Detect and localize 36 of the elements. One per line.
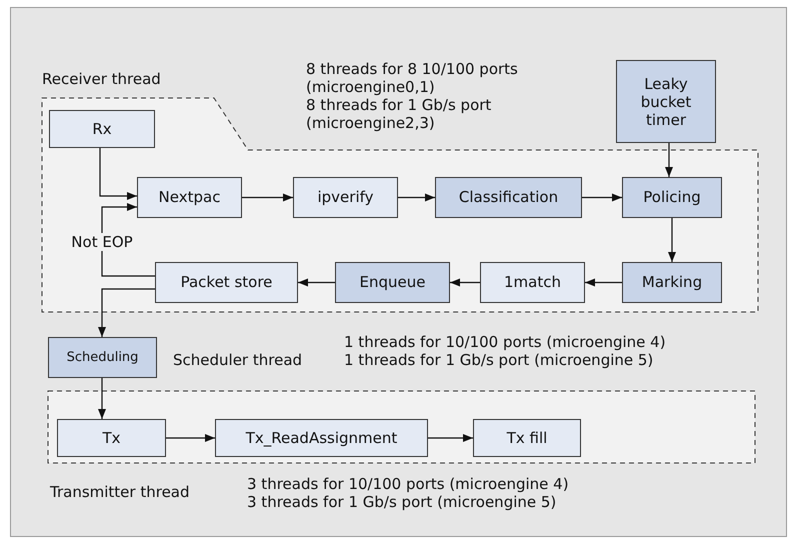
arrow bbox=[665, 143, 673, 177]
arrow bbox=[98, 378, 106, 419]
arrow bbox=[298, 278, 335, 286]
arrow bbox=[166, 434, 215, 442]
arrow bbox=[242, 194, 293, 202]
thread-note: 1 threads for 10/100 ports (microengine 4) bbox=[344, 333, 666, 351]
process-box: Tx bbox=[57, 419, 166, 457]
thread-note: 8 threads for 8 10/100 ports (microengine0,1) bbox=[306, 60, 519, 96]
arrow bbox=[101, 203, 155, 277]
process-box: Packet store bbox=[155, 262, 298, 303]
arrow bbox=[450, 278, 480, 286]
arrow bbox=[98, 288, 155, 337]
arrow bbox=[585, 278, 622, 286]
arrow bbox=[668, 218, 676, 262]
thread-note: 3 threads for 10/100 ports (microengine 4) bbox=[247, 475, 570, 493]
thread-note: Scheduler thread bbox=[173, 351, 302, 369]
region-title: Receiver thread bbox=[42, 70, 161, 88]
thread-note: 1 threads for 1 Gb/s port (microengine 5) bbox=[344, 351, 654, 369]
process-box: Leaky bucket timer bbox=[616, 60, 716, 143]
arrow bbox=[428, 434, 473, 442]
process-box: Tx fill bbox=[473, 419, 581, 457]
process-box: Enqueue bbox=[335, 262, 450, 303]
process-box: Marking bbox=[622, 262, 722, 303]
process-box: Nextpac bbox=[137, 177, 242, 218]
arrow bbox=[99, 148, 137, 200]
arrow bbox=[582, 194, 622, 202]
process-box: Tx_ReadAssignment bbox=[215, 419, 428, 457]
process-box: Classification bbox=[435, 177, 582, 218]
process-box: Rx bbox=[49, 110, 155, 148]
process-box: Policing bbox=[622, 177, 722, 218]
process-box: ipverify bbox=[293, 177, 398, 218]
arrow bbox=[398, 194, 435, 202]
region-title: Transmitter thread bbox=[50, 483, 190, 501]
process-box: 1match bbox=[480, 262, 585, 303]
thread-note: 3 threads for 1 Gb/s port (microengine 5) bbox=[247, 493, 558, 511]
thread-note: 8 threads for 1 Gb/s port (microengine2,3) bbox=[306, 96, 492, 132]
